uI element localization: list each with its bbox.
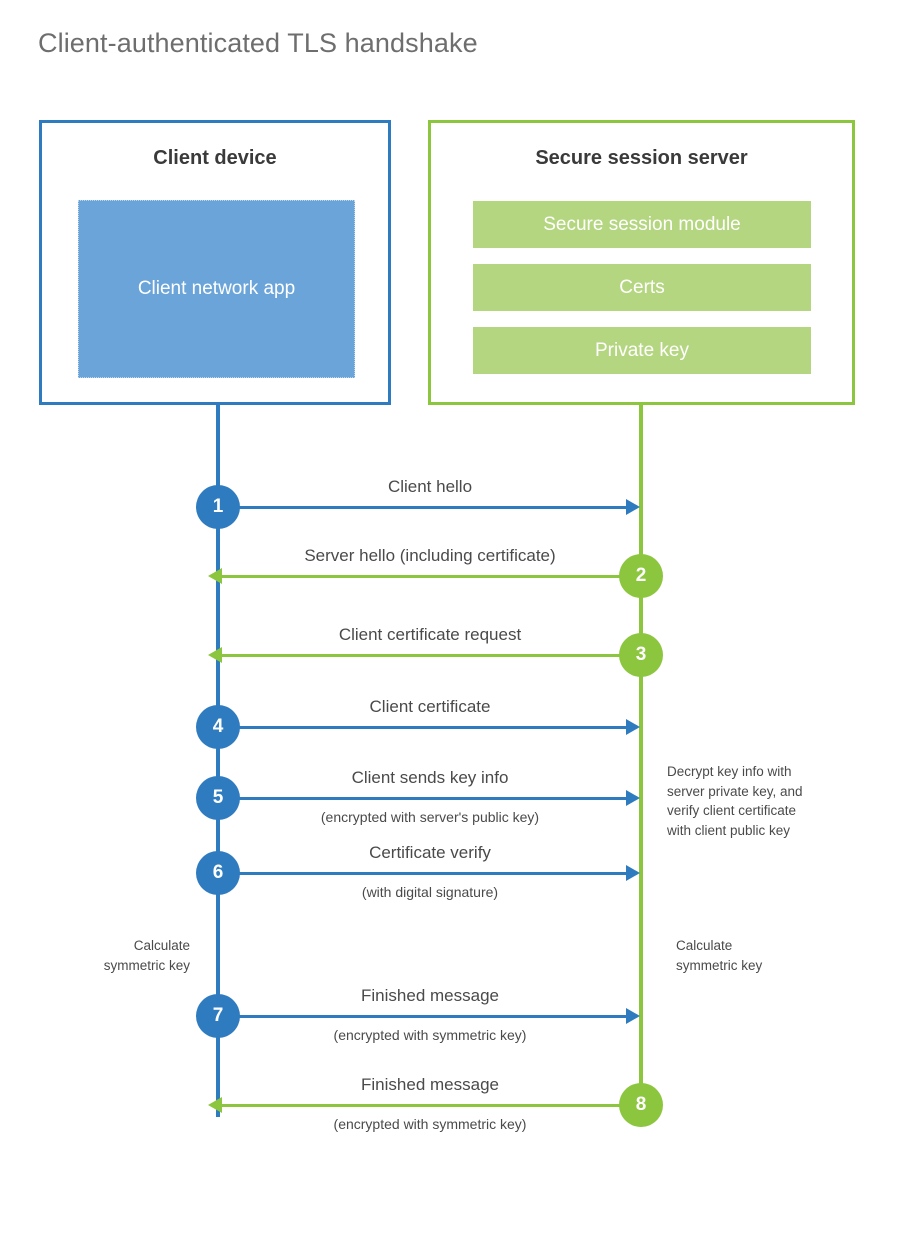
message-arrow-line-3 [222,654,640,657]
arrow-head-icon-4 [626,719,640,735]
server-module-private-key: Private key [473,327,811,374]
arrow-head-icon-7 [626,1008,640,1024]
arrow-head-icon-3 [208,647,222,663]
secure-session-server-title: Secure session server [535,147,748,169]
step-badge-8: 8 [619,1083,663,1127]
message-label-2: Server hello (including certificate) [304,546,556,565]
message-label-1: Client hello [387,477,473,496]
note-decrypt-key-info: Decrypt key info with server private key… [667,764,803,838]
message-arrow-line-2 [222,575,640,578]
message-label-7: Finished message [361,986,499,1005]
arrow-head-icon-8 [208,1097,222,1113]
message-sublabel-6: (with digital signature) [361,884,499,900]
message-sublabel-7: (encrypted with symmetric key) [333,1027,527,1043]
note-calculate-symmetric-key-server: Calculate symmetric key [676,938,763,973]
server-lifeline [639,405,643,1105]
step-badge-1: 1 [196,485,240,529]
step-badge-2: 2 [619,554,663,598]
message-sublabel-8: (encrypted with symmetric key) [333,1116,527,1132]
message-label-3: Client certificate request [338,625,522,644]
message-arrow-line-8 [222,1104,640,1107]
note-calculate-symmetric-key-client: Calculate symmetric key [103,938,190,973]
client-lifeline [216,405,220,1117]
client-device-box: Client device Client network app [39,120,391,405]
arrow-head-icon-2 [208,568,222,584]
message-arrow-line-5 [218,797,628,800]
message-label-8: Finished message [361,1075,499,1094]
arrow-head-icon-1 [626,499,640,515]
step-badge-6: 6 [196,851,240,895]
message-arrow-line-6 [218,872,628,875]
message-arrow-line-1 [218,506,628,509]
step-badge-4: 4 [196,705,240,749]
message-label-5: Client sends key info [351,768,509,787]
arrow-head-icon-5 [626,790,640,806]
server-module-secure-session-module: Secure session module [473,201,811,248]
page-title: Client-authenticated TLS handshake [38,28,478,58]
step-badge-3: 3 [619,633,663,677]
server-module-certs: Certs [473,264,811,311]
message-label-4: Client certificate [369,697,491,716]
client-network-app-block: Client network app [78,200,355,378]
message-sublabel-5: (encrypted with server's public key) [320,809,540,825]
message-arrow-line-4 [218,726,628,729]
client-device-title: Client device [153,147,277,169]
step-badge-5: 5 [196,776,240,820]
message-arrow-line-7 [218,1015,628,1018]
secure-session-server-box: Secure session server Secure session mod… [428,120,855,405]
step-badge-7: 7 [196,994,240,1038]
arrow-head-icon-6 [626,865,640,881]
message-label-6: Certificate verify [369,843,491,862]
